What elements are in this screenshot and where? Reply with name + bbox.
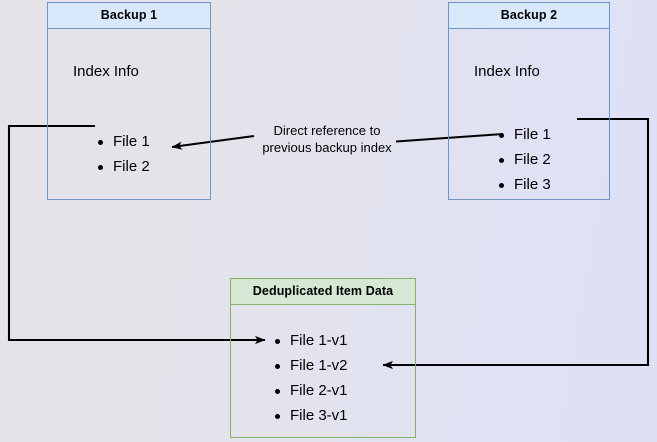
list-item[interactable]: File 1-v1 (273, 328, 348, 353)
node-backup-2-title: Backup 2 (448, 2, 610, 29)
node-backup-1-title: Backup 1 (47, 2, 211, 29)
node-backup-2[interactable]: Backup 2 Index Info File 1 File 2 File 3 (448, 2, 610, 200)
list-item[interactable]: File 3-v1 (273, 403, 348, 428)
node-backup-1[interactable]: Backup 1 Index Info File 1 File 2 (47, 2, 211, 200)
list-item[interactable]: File 1 (497, 122, 551, 147)
list-item[interactable]: File 1-v2 (273, 353, 348, 378)
node-deduplicated-item-data-file-list: File 1-v1 File 1-v2 File 2-v1 File 3-v1 (273, 328, 348, 428)
list-item[interactable]: File 1 (96, 129, 150, 154)
list-item[interactable]: File 2-v1 (273, 378, 348, 403)
node-backup-2-file-list: File 1 File 2 File 3 (497, 122, 551, 197)
node-deduplicated-item-data-body: File 1-v1 File 1-v2 File 2-v1 File 3-v1 (230, 305, 416, 438)
edge-label-direct-reference: Direct reference to previous backup inde… (262, 123, 392, 155)
node-backup-1-file-list: File 1 File 2 (96, 129, 150, 179)
list-item[interactable]: File 2 (497, 147, 551, 172)
node-deduplicated-item-data[interactable]: Deduplicated Item Data File 1-v1 File 1-… (230, 278, 416, 438)
list-item[interactable]: File 3 (497, 172, 551, 197)
node-backup-2-body: Index Info File 1 File 2 File 3 (448, 29, 610, 200)
node-deduplicated-item-data-title: Deduplicated Item Data (230, 278, 416, 305)
node-backup-1-body: Index Info File 1 File 2 (47, 29, 211, 200)
node-backup-2-index-label: Index Info (474, 63, 540, 80)
list-item[interactable]: File 2 (96, 154, 150, 179)
node-backup-1-index-label: Index Info (73, 63, 139, 80)
